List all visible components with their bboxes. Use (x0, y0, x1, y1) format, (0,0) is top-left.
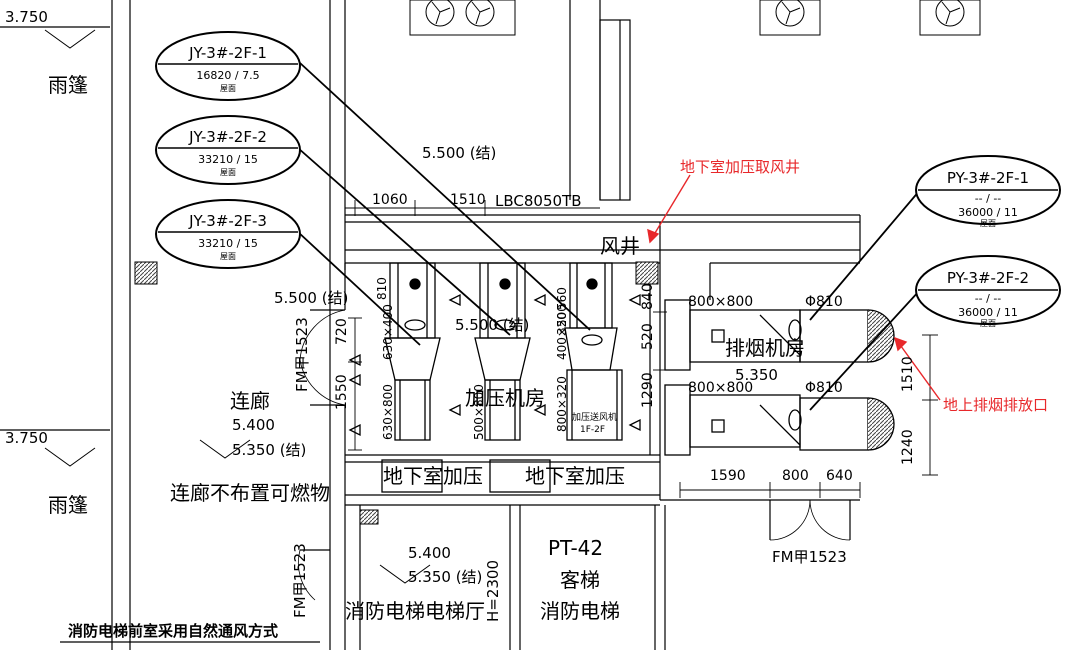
equipment-bubble-jy1: JY-3#-2F-1 16820 / 7.5 屋面 (155, 31, 301, 101)
canopy-top-level: 3.750 (5, 8, 48, 26)
hatch-pattern-icon (359, 509, 379, 525)
duct-800x800-b: 800×800 (688, 380, 753, 396)
bubble-place: 屋面 (220, 84, 236, 93)
dim-1290: 1290 (640, 372, 656, 408)
corridor-struct-level: 5.350 (结) (232, 441, 306, 459)
dim-1590: 1590 (710, 468, 746, 484)
dim-320: 320 (555, 312, 569, 335)
text-labels: 3.750 雨篷 3.750 雨篷 连廊 5.400 5.350 (结) 连廊不… (5, 8, 1048, 643)
duct-500x800: 500×800 (472, 384, 486, 440)
dim-1510: 1510 (450, 192, 486, 208)
dim-1510r: 1510 (900, 356, 916, 392)
dim-720: 720 (334, 318, 350, 345)
bubble-place: 屋面 (980, 319, 996, 328)
phi810-a: Φ810 (805, 294, 843, 310)
fan-icon (465, 0, 495, 27)
fire-lift-label: 消防电梯 (540, 599, 620, 623)
bottom-note: 消防电梯前室采用自然通风方式 (68, 622, 278, 640)
air-shaft-label: 风井 (600, 234, 640, 258)
elevation-markers (44, 29, 431, 584)
pressurization-room-label: 加压机房 (465, 386, 545, 410)
hatch-pattern-icon (635, 261, 659, 285)
basement-pressure-right: 地下室加压 (525, 464, 625, 488)
hatch-pattern-icon (134, 261, 158, 285)
walls (0, 0, 861, 650)
shaft-note: 地下室加压取风井 (680, 158, 800, 176)
door-bottom-left-label: FM甲1523 (291, 543, 309, 618)
dim-840: 840 (640, 283, 656, 310)
room-struct-level: 5.500 (结) (455, 316, 529, 334)
fan-icon (425, 0, 455, 27)
canopy-bottom-label: 雨篷 (48, 493, 88, 517)
dim-1240: 1240 (900, 429, 916, 465)
bubble-id: PY-3#-2F-2 (947, 269, 1029, 287)
corridor-label: 连廊 (230, 389, 270, 413)
duct-800x320: 800×320 (555, 376, 569, 432)
lift-height-label: H=2300 (484, 560, 502, 622)
phi810-b: Φ810 (805, 380, 843, 396)
corridor-finish-level: 5.400 (232, 416, 275, 434)
door-top-code: LBC8050TB (495, 192, 581, 210)
smoke-room-label: 排烟机房 (725, 336, 805, 360)
red-annotation-arrows (647, 174, 941, 401)
bubble-params: 36000 / 11 (958, 206, 1018, 219)
lobby-finish-level: 5.400 (408, 544, 451, 562)
bubble-flow: -- / -- (975, 192, 1002, 205)
dim-1060: 1060 (372, 192, 408, 208)
bubble-place: 屋面 (220, 252, 236, 261)
roof-fans (409, 0, 981, 36)
fan-icon (935, 0, 965, 27)
bubble-flow: -- / -- (975, 292, 1002, 305)
hatch-blocks (134, 261, 659, 525)
duct-630x400: 630×400 (381, 304, 395, 360)
canopy-top-label: 雨篷 (48, 73, 88, 97)
door-left-label: FM甲1523 (293, 317, 311, 392)
door-bottom-right-label: FM甲1523 (772, 548, 847, 566)
passenger-lift-label: 客梯 (560, 568, 600, 592)
bubble-id: JY-3#-2F-2 (188, 128, 267, 146)
dim-560: 560 (555, 287, 569, 310)
equipment-bubble-py1: PY-3#-2F-1 -- / -- 36000 / 11 屋面 (915, 155, 1061, 228)
basement-pressure-left: 地下室加压 (383, 464, 483, 488)
bubble-place: 屋面 (980, 219, 996, 228)
canopy-bottom-level: 3.750 (5, 429, 48, 447)
lift-code-label: PT-42 (548, 536, 603, 560)
pressurization-units (348, 262, 641, 493)
bubble-params: 33210 / 15 (198, 237, 258, 250)
dim-800: 800 (782, 468, 809, 484)
smoke-room-level: 5.350 (735, 366, 778, 384)
left-struct-level: 5.500 (结) (274, 289, 348, 307)
lobby-struct-level: 5.350 (结) (408, 568, 482, 586)
bubble-params: 33210 / 15 (198, 153, 258, 166)
equipment-bubble-jy3: JY-3#-2F-3 33210 / 15 屋面 (155, 199, 301, 269)
bubble-params: 16820 / 7.5 (196, 69, 259, 82)
unit-label-1: 加压送风机 (572, 411, 617, 423)
bubble-params: 36000 / 11 (958, 306, 1018, 319)
leader-lines (297, 62, 921, 411)
exhaust-note: 地上排烟排放口 (943, 396, 1048, 414)
equipment-bubble-py2: PY-3#-2F-2 -- / -- 36000 / 11 屋面 (915, 255, 1061, 328)
duct-400x500: 400×500 (555, 304, 569, 360)
bubble-id: JY-3#-2F-3 (188, 212, 267, 230)
unit-label-2: 1F-2F (580, 425, 605, 435)
corridor-note: 连廊不布置可燃物 (170, 481, 330, 505)
equipment-bubble-jy2: JY-3#-2F-2 33210 / 15 屋面 (155, 115, 301, 185)
bubble-place: 屋面 (220, 168, 236, 177)
shaft-struct-level: 5.500 (结) (422, 144, 496, 162)
fire-lobby-label: 消防电梯电梯厅 (345, 599, 485, 623)
dim-640: 640 (826, 468, 853, 484)
duct-630x800: 630×800 (381, 384, 395, 440)
duct-800x800-a: 800×800 (688, 294, 753, 310)
bubble-id: JY-3#-2F-1 (188, 44, 267, 62)
dim-1550: 1550 (334, 374, 350, 410)
dim-520: 520 (640, 323, 656, 350)
bubble-id: PY-3#-2F-1 (947, 169, 1029, 187)
dim-810: 810 (375, 277, 389, 300)
dimension-lines (345, 200, 938, 498)
fan-icon (775, 0, 805, 27)
smoke-exhaust-units (664, 299, 895, 456)
